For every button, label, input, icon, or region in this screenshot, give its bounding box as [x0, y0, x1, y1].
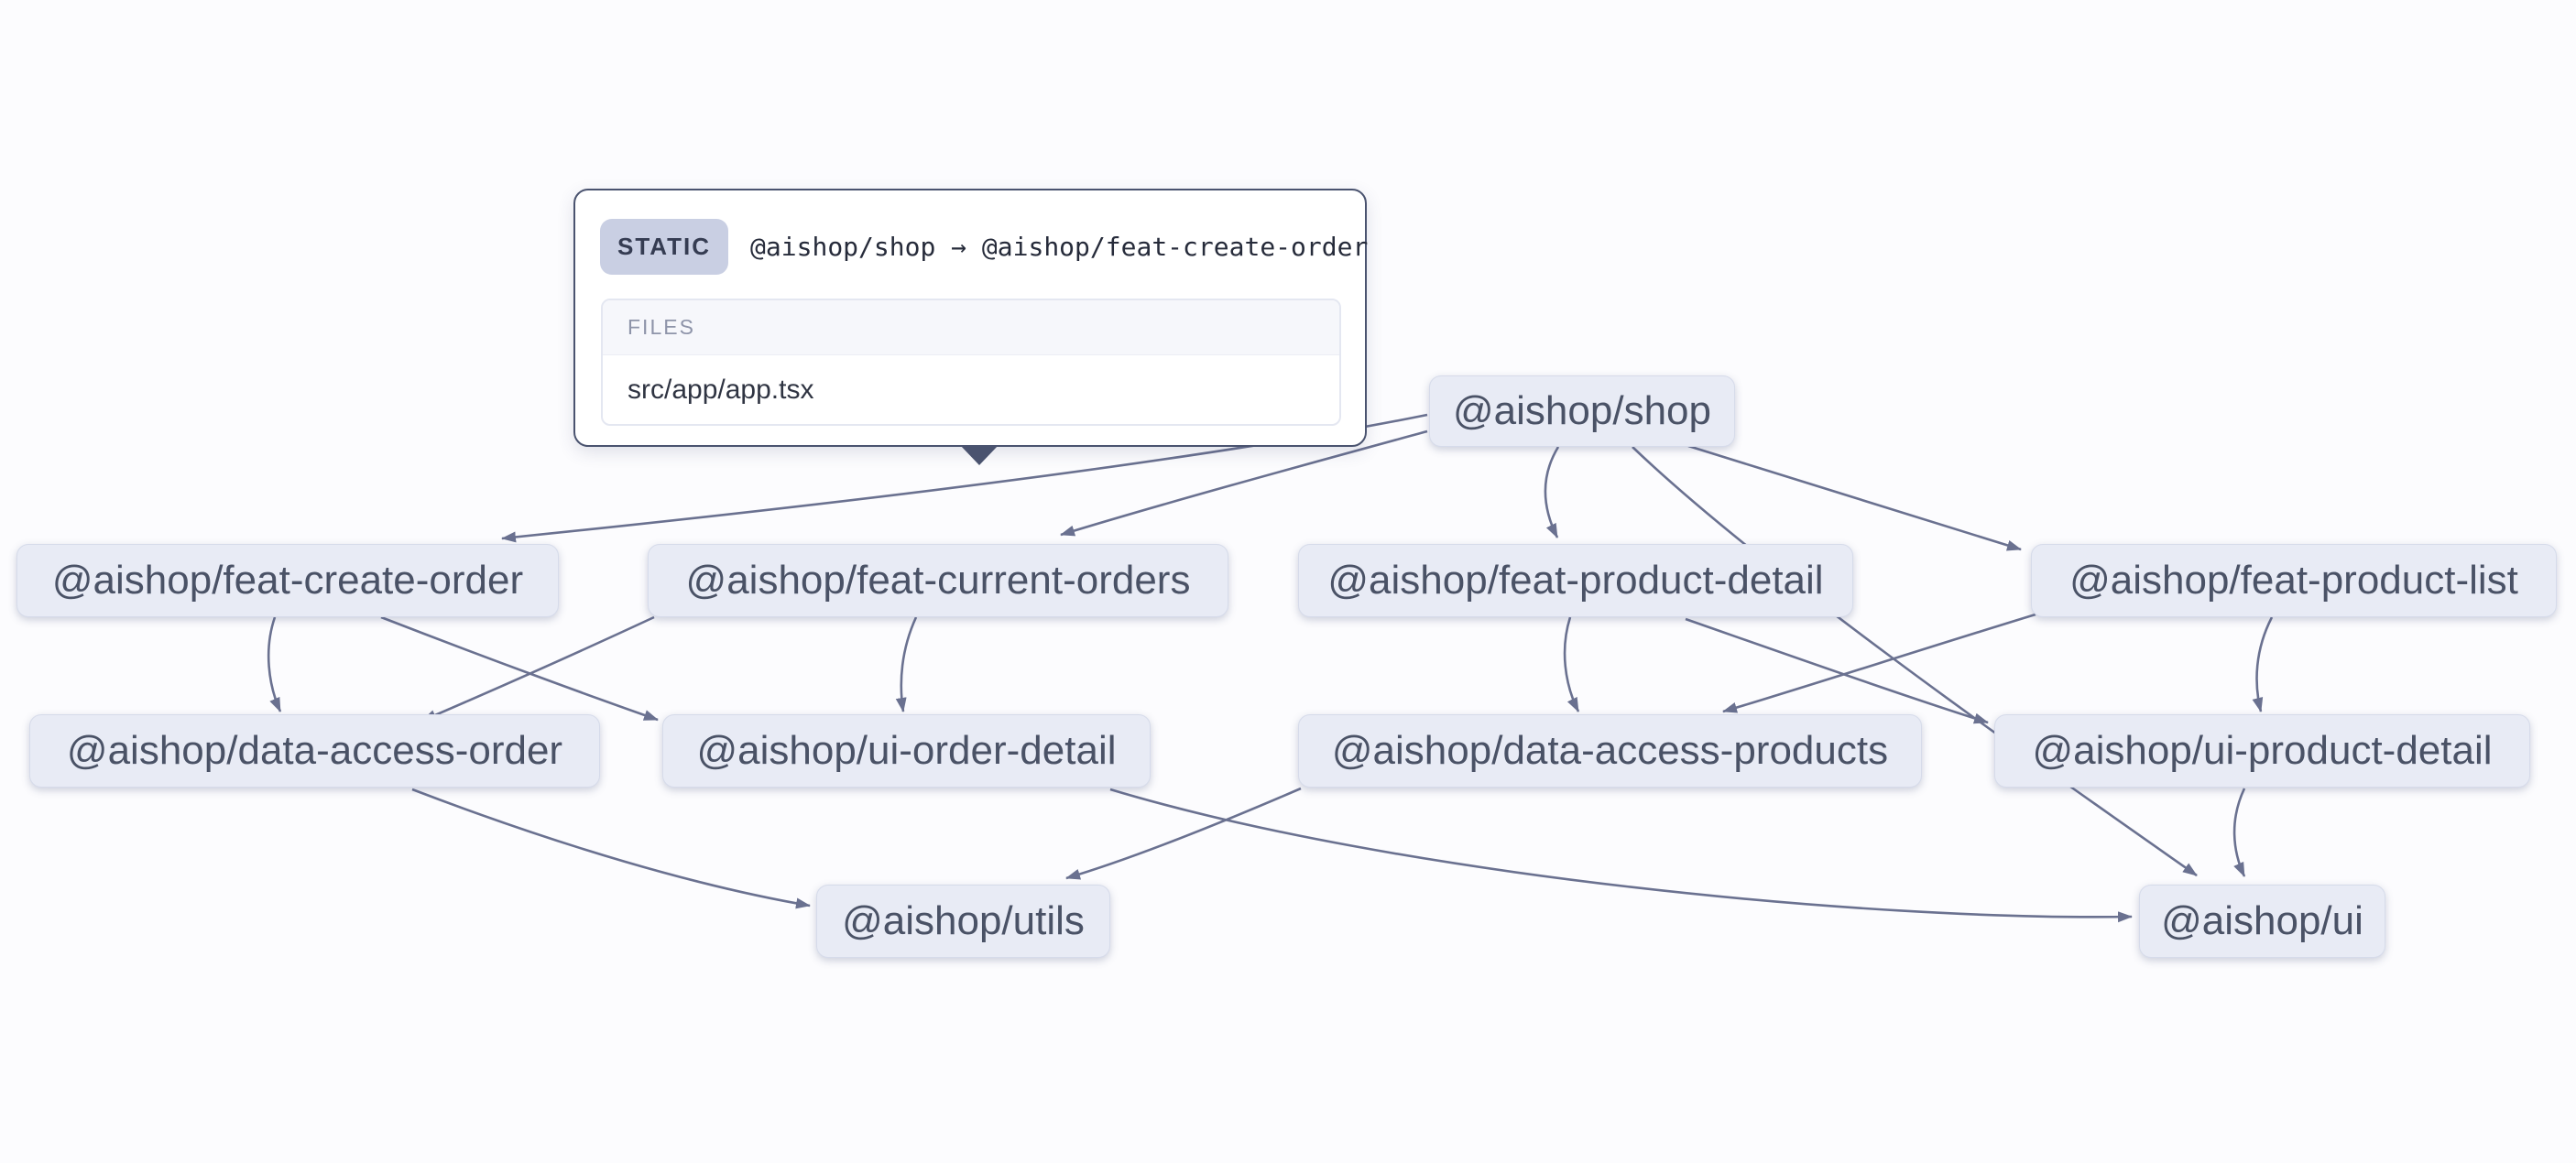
- edge-data-access-order-to-utils[interactable]: [411, 788, 811, 909]
- edge-feat-product-list-to-ui-product-detail[interactable]: [2252, 616, 2274, 712]
- edge-feat-product-detail-to-ui-product-detail[interactable]: [1685, 617, 1989, 724]
- node-label: @aishop/ui-product-detail: [2032, 728, 2493, 773]
- node-label: @aishop/data-access-order: [66, 728, 563, 773]
- edge-feat-product-list-to-data-access-products[interactable]: [1722, 613, 2036, 713]
- node-feat-create-order[interactable]: @aishop/feat-create-order: [16, 544, 559, 617]
- node-label: @aishop/utils: [842, 898, 1085, 943]
- edge-relation-text: @aishop/shop → @aishop/feat-create-order: [750, 231, 1369, 262]
- node-label: @aishop/ui-order-detail: [696, 728, 1117, 773]
- node-label: @aishop/shop: [1453, 388, 1711, 433]
- edge-feat-create-order-to-ui-order-detail[interactable]: [380, 615, 659, 722]
- node-shop[interactable]: @aishop/shop: [1429, 375, 1735, 447]
- tooltip-pointer-icon: [960, 445, 999, 465]
- files-section-header: FILES: [603, 300, 1339, 355]
- edge-shop-to-ui[interactable]: [1632, 446, 2198, 877]
- files-section: FILES src/app/app.tsx: [601, 299, 1341, 426]
- edge-ui-product-detail-to-ui[interactable]: [2232, 788, 2246, 877]
- edge-feat-current-orders-to-data-access-order[interactable]: [421, 615, 655, 723]
- edge-type-badge: STATIC: [600, 218, 729, 275]
- node-label: @aishop/feat-current-orders: [685, 558, 1191, 603]
- node-label: @aishop/data-access-products: [1331, 728, 1889, 773]
- node-ui-product-detail[interactable]: @aishop/ui-product-detail: [1994, 714, 2530, 788]
- edge-feat-create-order-to-data-access-order[interactable]: [267, 616, 282, 712]
- node-feat-current-orders[interactable]: @aishop/feat-current-orders: [648, 544, 1228, 617]
- node-ui[interactable]: @aishop/ui: [2139, 885, 2385, 958]
- node-feat-product-detail[interactable]: @aishop/feat-product-detail: [1298, 544, 1853, 617]
- edge-feat-product-detail-to-data-access-products[interactable]: [1563, 616, 1580, 712]
- node-feat-product-list[interactable]: @aishop/feat-product-list: [2031, 544, 2557, 617]
- edge-tooltip: STATIC @aishop/shop → @aishop/feat-creat…: [573, 189, 1368, 465]
- node-label: @aishop/ui: [2161, 898, 2363, 943]
- tooltip-header-row: STATIC @aishop/shop → @aishop/feat-creat…: [600, 218, 1368, 275]
- edge-shop-to-feat-product-list[interactable]: [1687, 444, 2022, 551]
- edge-ui-order-detail-to-ui[interactable]: [1109, 788, 2133, 923]
- edge-shop-to-feat-current-orders[interactable]: [1060, 429, 1428, 537]
- node-label: @aishop/feat-create-order: [51, 558, 524, 603]
- node-data-access-products[interactable]: @aishop/data-access-products: [1298, 714, 1922, 788]
- node-label: @aishop/feat-product-list: [2069, 558, 2518, 603]
- edge-shop-to-feat-product-detail[interactable]: [1544, 446, 1560, 538]
- node-ui-order-detail[interactable]: @aishop/ui-order-detail: [662, 714, 1151, 788]
- edge-feat-current-orders-to-ui-order-detail[interactable]: [895, 616, 918, 712]
- node-label: @aishop/feat-product-detail: [1327, 558, 1824, 603]
- edge-data-access-products-to-utils[interactable]: [1065, 787, 1302, 880]
- node-utils[interactable]: @aishop/utils: [816, 885, 1110, 958]
- node-data-access-order[interactable]: @aishop/data-access-order: [29, 714, 600, 788]
- file-list-item: src/app/app.tsx: [628, 375, 814, 405]
